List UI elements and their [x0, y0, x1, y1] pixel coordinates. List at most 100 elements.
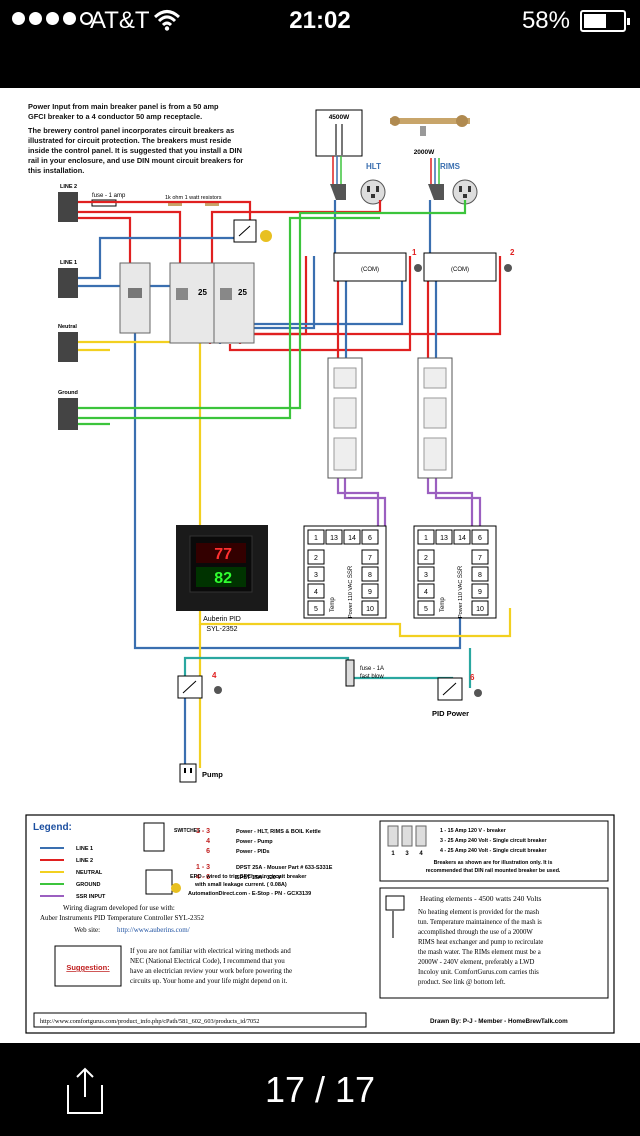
svg-text:(COM): (COM)	[361, 267, 379, 273]
pid-terminal	[361, 583, 379, 599]
heating-line: accomplished through the use of a 2000W	[418, 929, 533, 936]
line2-terminal-block: LINE 2	[58, 184, 78, 222]
pid-terminal	[471, 549, 489, 565]
signal-dot	[29, 12, 42, 25]
svg-text:Power Input from main breaker: Power Input from main breaker panel is f…	[28, 102, 219, 111]
pid-terminal-label: 6	[478, 535, 482, 542]
switch-4: 4	[177, 671, 222, 699]
suggestion-line: If you are not familiar with electrical …	[130, 947, 291, 955]
pid-terminal	[361, 566, 379, 582]
ssr-label: SSR	[348, 565, 354, 578]
pid-terminal-label: 14	[458, 535, 466, 542]
pid-terminal-label: 3	[314, 572, 318, 579]
svg-text:25: 25	[238, 288, 247, 297]
svg-text:recommended that DIN rail moun: recommended that DIN rail mounted breake…	[426, 868, 561, 874]
switch-number: 4 - 6	[196, 874, 210, 881]
pid-terminal	[471, 583, 489, 599]
pid-terminal	[325, 529, 343, 545]
legend-label: LINE 2	[76, 858, 93, 864]
resistors: 1k ohm 1 watt resistors	[165, 195, 222, 206]
legend-label: SSR INPUT	[76, 894, 106, 900]
pid-terminal-label: 1	[424, 535, 428, 542]
relay-1: (COM) 1	[333, 248, 422, 282]
svg-text:77: 77	[214, 546, 232, 563]
pid-terminal-label: 5	[424, 606, 428, 613]
pid-terminal-label: 2	[314, 555, 318, 562]
pid-terminal-label: 2	[424, 555, 428, 562]
heating-line: RIMS heat exchanger and pump to recircul…	[418, 939, 543, 946]
svg-text:Breakers as shown are for illu: Breakers as shown are for illustration o…	[434, 860, 553, 866]
heating-line: tun. Temperature maintainence of the mas…	[418, 919, 542, 926]
line1-terminal-block: LINE 1	[58, 260, 78, 298]
pid-terminal	[471, 529, 489, 545]
rims-label: RIMS	[440, 162, 461, 171]
heating-line: product. See link @ bottom left.	[418, 979, 506, 986]
suggestion-text: If you are not familiar with electrical …	[130, 947, 292, 985]
pid-terminal-label: 10	[366, 606, 374, 613]
legend-label: NEUTRAL	[76, 870, 103, 876]
pid-terminal-label: 1	[314, 535, 318, 542]
svg-text:Suggestion:: Suggestion:	[66, 963, 109, 972]
battery-fill	[584, 14, 607, 28]
svg-text:Ground: Ground	[58, 390, 78, 396]
pid-terminal	[307, 583, 325, 599]
document-viewer[interactable]: Power Input from main breaker panel is f…	[0, 88, 640, 1043]
pid-terminal-label: 7	[478, 555, 482, 562]
switch-6: 6 PID Power	[432, 673, 482, 718]
wiring-diagram[interactable]: Power Input from main breaker panel is f…	[0, 88, 640, 1043]
svg-text:1k ohm 1 watt resistors: 1k ohm 1 watt resistors	[165, 195, 222, 201]
svg-text:SYL-2352: SYL-2352	[206, 626, 237, 633]
svg-text:(COM): (COM)	[451, 267, 469, 273]
intro-text: Power Input from main breaker panel is f…	[28, 102, 243, 175]
pid-terminal	[471, 566, 489, 582]
suggestion-line: circuits up. Your home and your life mig…	[130, 977, 288, 985]
pid-terminal-label: 8	[368, 572, 372, 579]
pid-terminal-label: 7	[368, 555, 372, 562]
pid-terminal-label: 9	[368, 589, 372, 596]
pid-terminal-label: 10	[476, 606, 484, 613]
breaker-number: 4	[419, 851, 423, 857]
breaker-description: 1 - 15 Amp 120 V - breaker	[440, 828, 506, 834]
pid-terminal	[417, 529, 435, 545]
pid-terminal	[307, 600, 325, 616]
svg-text:Wiring diagram developed for u: Wiring diagram developed for use with:	[63, 904, 175, 912]
svg-text:EPO - wired to trip GFCI main: EPO - wired to trip GFCI main circuit br…	[190, 874, 307, 880]
breaker-number: 1	[391, 851, 395, 857]
legend-label: LINE 1	[76, 846, 93, 852]
switch-number: 4	[206, 838, 210, 845]
svg-text:LINE 1: LINE 1	[60, 260, 77, 266]
power-label: Power 110 VAC	[348, 580, 354, 618]
svg-text:Heating elements - 4500 watts: Heating elements - 4500 watts 240 Volts	[420, 894, 541, 903]
pid-terminal	[417, 583, 435, 599]
temp-label: Temp	[440, 597, 446, 612]
svg-text:illustrated for circuit protec: illustrated for circuit protection. The …	[28, 136, 231, 145]
svg-text:6: 6	[470, 673, 475, 682]
signal-dot	[80, 12, 93, 25]
status-time: 21:02	[289, 7, 351, 34]
svg-text:82: 82	[214, 570, 232, 587]
pid-terminal-label: 4	[314, 589, 318, 596]
status-bar: AT&T 21:02 58%	[0, 0, 640, 40]
switch-number: 1 - 3	[196, 828, 210, 835]
svg-text:fast blow: fast blow	[360, 674, 384, 680]
heating-line: the mash water. The RIMs element must be…	[418, 949, 541, 956]
svg-text:fuse - 1A: fuse - 1A	[360, 666, 384, 672]
svg-text:LINE 2: LINE 2	[60, 184, 77, 190]
hlt-label: HLT	[366, 162, 381, 171]
pid-terminal-label: 14	[348, 535, 356, 542]
svg-text:4: 4	[212, 671, 217, 680]
pid-terminal-label: 9	[478, 589, 482, 596]
share-icon[interactable]	[60, 1065, 110, 1117]
pid-terminal-label: 6	[368, 535, 372, 542]
bottom-toolbar: 17 / 17	[0, 1043, 640, 1136]
svg-text:Web site:: Web site:	[74, 926, 100, 934]
switch-description: Power - Pump	[236, 839, 273, 845]
pid-terminal	[471, 600, 489, 616]
switch-description: DPST 25A - Mouser Part # 633-S331E	[236, 865, 333, 871]
svg-text:4500W: 4500W	[329, 114, 350, 121]
pid-terminal	[307, 566, 325, 582]
battery-percentage: 58%	[521, 7, 570, 34]
